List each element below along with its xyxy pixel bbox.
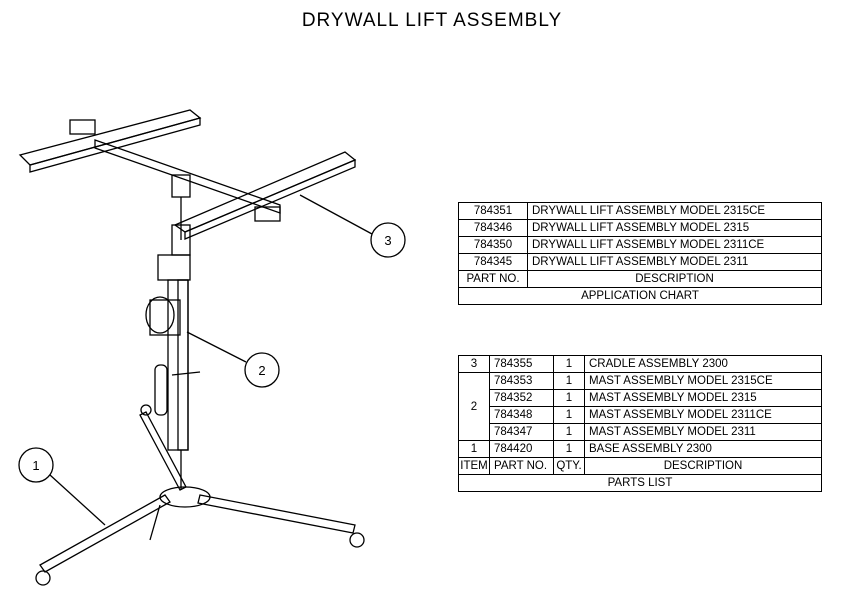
- svg-text:1: 1: [32, 458, 39, 473]
- item: 2: [458, 372, 490, 441]
- description: BASE ASSEMBLY 2300: [584, 440, 822, 458]
- description: MAST ASSEMBLY MODEL 2311CE: [584, 406, 822, 424]
- header-qty: QTY.: [553, 457, 585, 475]
- mast-assembly: [145, 197, 201, 490]
- part-no: 784350: [458, 236, 528, 254]
- header-description: DESCRIPTION: [584, 457, 822, 475]
- header-part-no: PART NO.: [458, 270, 528, 288]
- header-item: ITEM: [458, 457, 490, 475]
- part-no: 784346: [458, 219, 528, 237]
- description: DRYWALL LIFT ASSEMBLY MODEL 2315: [527, 219, 822, 237]
- header-description: DESCRIPTION: [527, 270, 822, 288]
- drawing-title: DRYWALL LIFT ASSEMBLY: [301, 10, 563, 31]
- balloon-2: 2: [244, 352, 280, 388]
- description: MAST ASSEMBLY MODEL 2311: [584, 423, 822, 441]
- description: DRYWALL LIFT ASSEMBLY MODEL 2311: [527, 253, 822, 271]
- leader-line-2: [186, 331, 247, 363]
- balloon-1: 1: [18, 447, 54, 483]
- table-caption: APPLICATION CHART: [458, 287, 822, 305]
- qty: 1: [553, 355, 585, 373]
- caption-row: APPLICATION CHART: [458, 287, 822, 305]
- qty: 1: [553, 423, 585, 441]
- caption-row: PARTS LIST: [458, 474, 822, 492]
- description: DRYWALL LIFT ASSEMBLY MODEL 2315CE: [527, 202, 822, 220]
- part-no: 784353: [489, 372, 554, 390]
- header-row: PART NO.DESCRIPTION: [458, 270, 822, 288]
- item: 1: [458, 440, 490, 458]
- header-part-no: PART NO.: [489, 457, 554, 475]
- part-no: 784348: [489, 406, 554, 424]
- part-no: 784352: [489, 389, 554, 407]
- part-no: 784345: [458, 253, 528, 271]
- qty: 1: [553, 389, 585, 407]
- description: MAST ASSEMBLY MODEL 2315: [584, 389, 822, 407]
- leader-line-1: [49, 474, 106, 526]
- svg-text:3: 3: [384, 233, 391, 248]
- part-no: 784351: [458, 202, 528, 220]
- leader-line-3: [299, 194, 373, 235]
- cradle-assembly: [18, 109, 357, 240]
- part-no: 784347: [489, 423, 554, 441]
- qty: 1: [553, 372, 585, 390]
- balloon-3: 3: [370, 222, 406, 258]
- part-no: 784420: [489, 440, 554, 458]
- qty: 1: [553, 440, 585, 458]
- item: 3: [458, 355, 490, 373]
- description: DRYWALL LIFT ASSEMBLY MODEL 2311CE: [527, 236, 822, 254]
- base-assembly: [35, 404, 365, 586]
- part-no: 784355: [489, 355, 554, 373]
- qty: 1: [553, 406, 585, 424]
- description: CRADLE ASSEMBLY 2300: [584, 355, 822, 373]
- table-caption: PARTS LIST: [458, 474, 822, 492]
- description: MAST ASSEMBLY MODEL 2315CE: [584, 372, 822, 390]
- svg-text:2: 2: [258, 363, 265, 378]
